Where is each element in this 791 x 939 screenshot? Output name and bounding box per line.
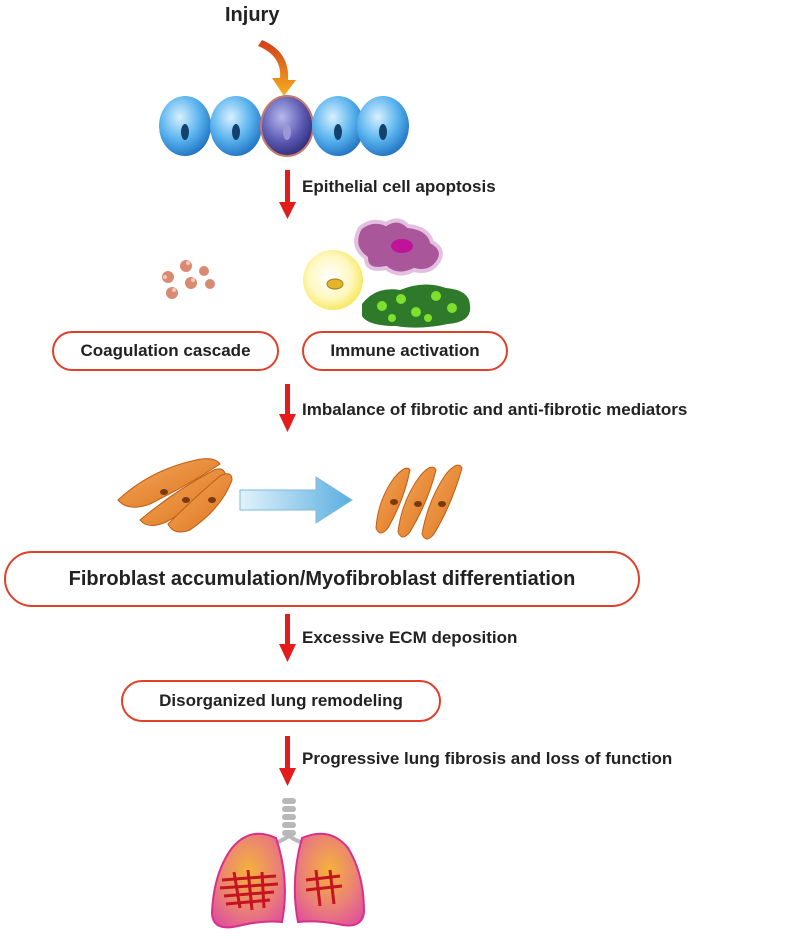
- fibroblasts-icon: [117, 458, 233, 533]
- transition-arrow-icon: [239, 476, 353, 524]
- step-label-progressive: Progressive lung fibrosis and loss of fu…: [302, 749, 673, 768]
- box-coagulation: Coagulation cascade: [52, 331, 279, 371]
- myofibroblasts-icon: [375, 464, 463, 540]
- immune-cells-icon: [303, 218, 471, 328]
- step-arrow-4: [279, 736, 296, 786]
- step-label-ecm: Excessive ECM deposition: [302, 628, 518, 647]
- box-immune: Immune activation: [302, 331, 508, 371]
- injury-title: Injury: [225, 4, 280, 26]
- epithelial-cells-icon: [159, 95, 409, 157]
- platelets-icon: [162, 260, 215, 299]
- step-arrow-1: [279, 170, 296, 219]
- fibrotic-lungs-icon: [210, 798, 366, 929]
- box-remodeling: Disorganized lung remodeling: [121, 680, 441, 722]
- step-label-imbalance: Imbalance of fibrotic and anti-fibrotic …: [302, 400, 688, 419]
- injury-arrow-icon: [258, 40, 296, 96]
- box-fibroblast: Fibroblast accumulation/Myofibroblast di…: [4, 551, 640, 607]
- step-arrow-2: [279, 384, 296, 432]
- step-label-epithelial: Epithelial cell apoptosis: [302, 177, 496, 196]
- step-arrow-3: [279, 614, 296, 662]
